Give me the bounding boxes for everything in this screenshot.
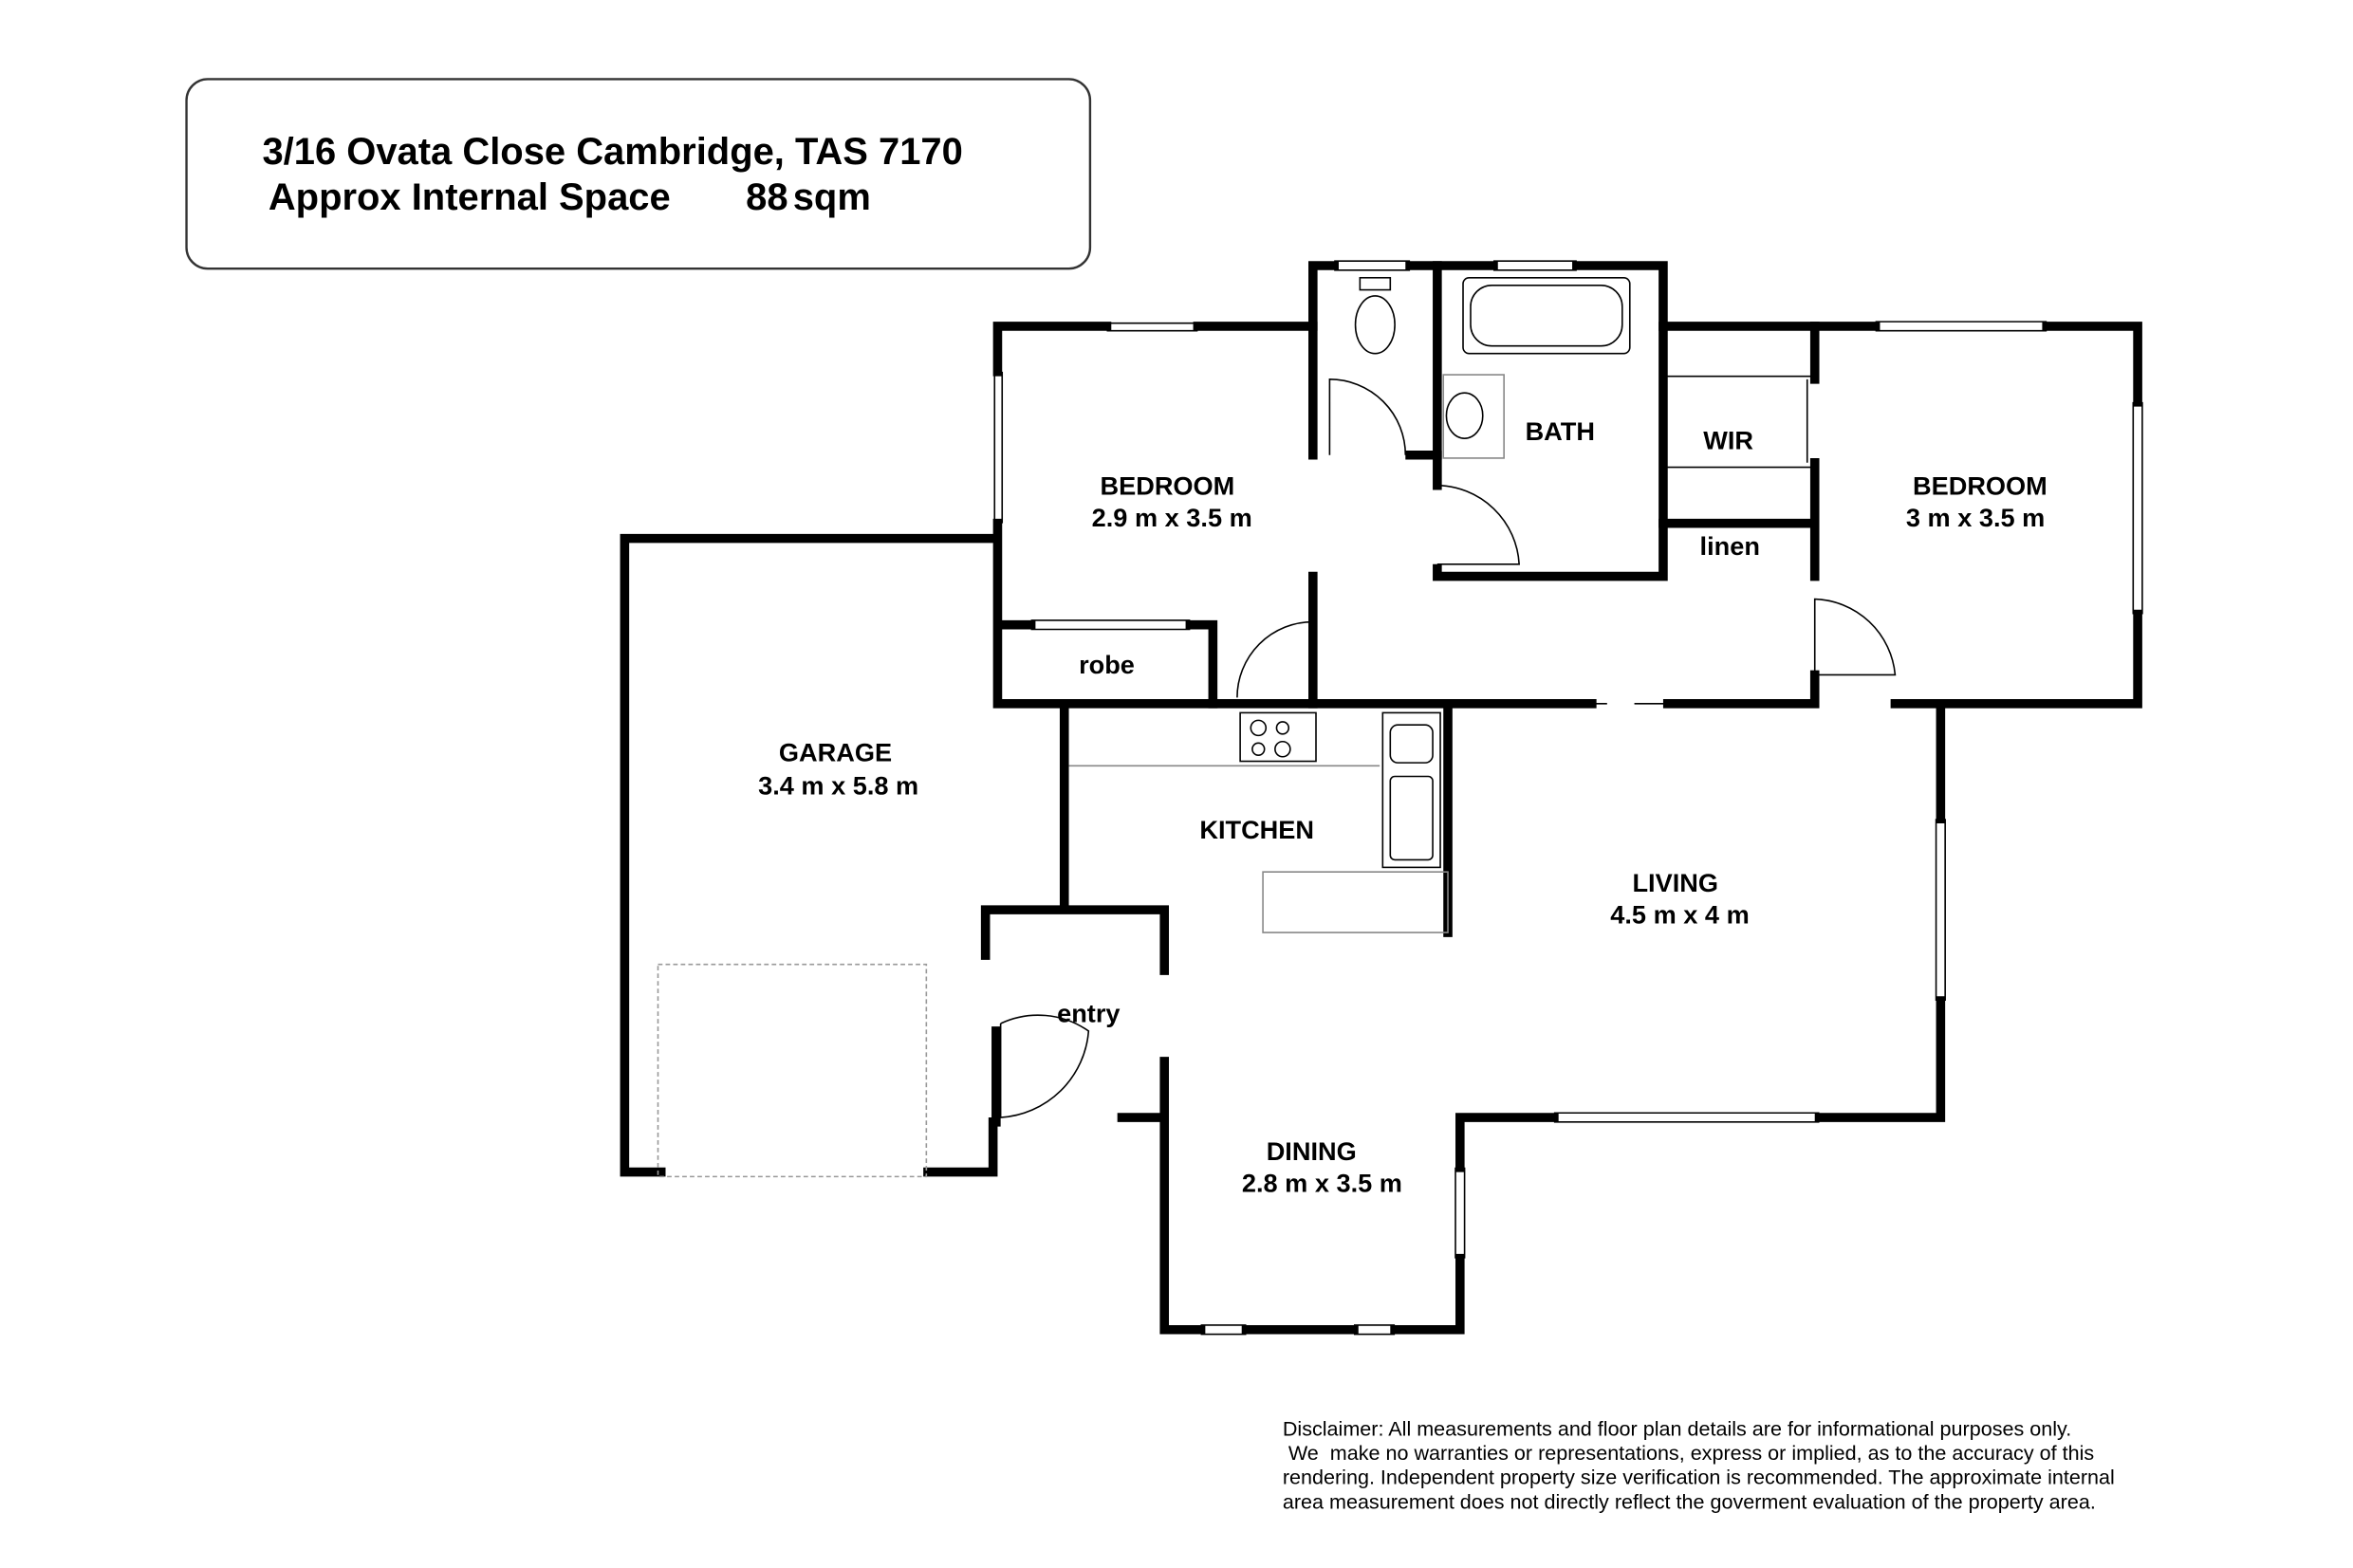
wir-label: WIR [1703, 425, 1753, 454]
living-name: LIVING [1632, 868, 1718, 897]
living-size: 4.5 m x 4 m [1610, 900, 1749, 930]
bedroom2-name: BEDROOM [1913, 470, 2047, 500]
bedroom1-name: BEDROOM [1100, 470, 1234, 500]
title-box: 3/16 Ovata Close Cambridge, TAS 7170 App… [185, 78, 1092, 270]
internal-space-label: Approx Internal Space [269, 176, 671, 218]
bedroom2-size: 3 m x 3.5 m [1906, 503, 2045, 532]
dining-name: DINING [1267, 1136, 1357, 1166]
robe-label: robe [1079, 650, 1135, 679]
kitchen-sink [1381, 711, 1441, 869]
disclaimer-line: Disclaimer: All measurements and floor p… [1283, 1417, 2071, 1441]
disclaimer: Disclaimer: All measurements and floor p… [1283, 1417, 2115, 1514]
vanity [1442, 374, 1505, 459]
garage-size: 3.4 m x 5.8 m [758, 771, 918, 801]
windows [993, 260, 2143, 1336]
cooktop [1239, 711, 1317, 763]
entry-label: entry [1057, 998, 1120, 1027]
room-labels: BEDROOM 2.9 m x 3.5 m robe BATH WIR line… [758, 416, 2047, 1198]
walls [620, 261, 2142, 1335]
linen-label: linen [1700, 531, 1760, 561]
kitchen-label: KITCHEN [1199, 815, 1314, 844]
garage-name: GARAGE [779, 738, 892, 767]
toilet [1359, 276, 1392, 291]
address: 3/16 Ovata Close Cambridge, TAS 7170 [262, 131, 962, 173]
disclaimer-line: rendering. Independent property size ver… [1283, 1466, 2115, 1489]
internal-space-value: 88 [746, 176, 787, 218]
disclaimer-line: area measurement does not directly refle… [1283, 1489, 2096, 1513]
doors [999, 375, 1897, 1118]
bathtub [1462, 276, 1631, 355]
fixtures [657, 276, 1631, 1178]
dining-size: 2.8 m x 3.5 m [1242, 1168, 1402, 1197]
bedroom1-size: 2.9 m x 3.5 m [1092, 503, 1252, 532]
disclaimer-line: We make no warranties or representations… [1283, 1441, 2094, 1465]
garage-door [657, 963, 928, 1178]
internal-space-unit: sqm [793, 176, 871, 218]
bath-label: BATH [1526, 416, 1595, 446]
